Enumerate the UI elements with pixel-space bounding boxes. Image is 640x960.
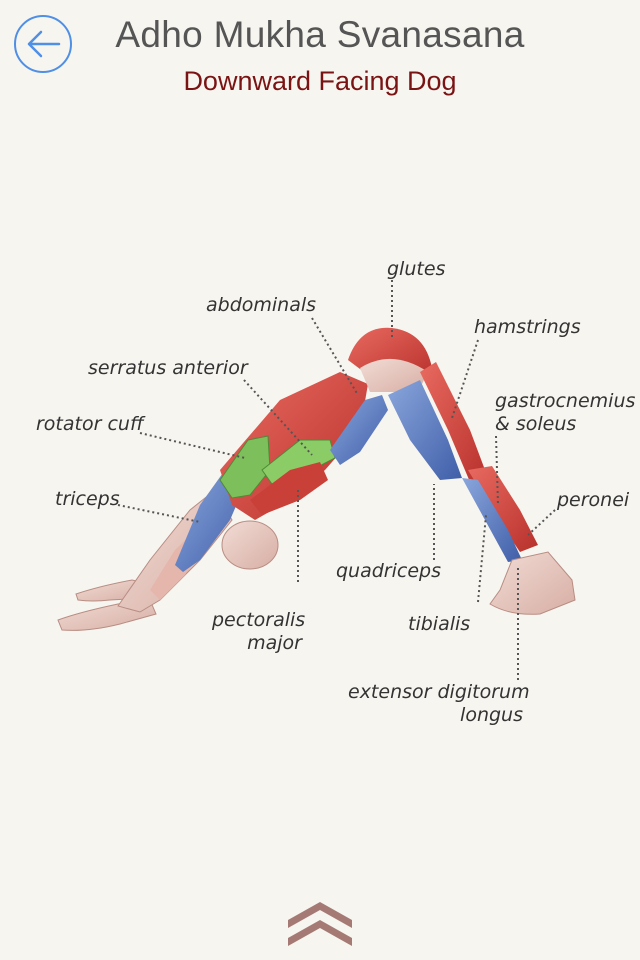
label-extensor-digitorum-longus: extensor digitorum longus	[348, 681, 530, 727]
feet	[489, 551, 576, 615]
arrow-left-icon	[27, 30, 61, 58]
label-quadriceps: quadriceps	[336, 560, 441, 582]
label-tibialis: tibialis	[408, 613, 471, 635]
scroll-up-button[interactable]	[284, 898, 356, 946]
double-chevron-up-icon	[288, 902, 352, 946]
label-triceps: triceps	[55, 488, 120, 510]
pectoralis-muscle	[250, 462, 328, 515]
hamstrings-muscle	[420, 362, 488, 482]
label-rotator-cuff: rotator cuff	[36, 413, 144, 435]
leader-lines	[117, 280, 556, 680]
label-peronei: peronei	[557, 489, 630, 511]
label-extensor-line1: extensor digitorum	[348, 681, 530, 703]
label-glutes: glutes	[387, 258, 446, 280]
gastrocnemius-muscle	[468, 466, 538, 552]
abdominals-muscle	[330, 395, 388, 465]
hip	[360, 358, 428, 392]
page-subtitle: Downward Facing Dog	[183, 66, 457, 96]
label-extensor-line2: longus	[460, 704, 523, 726]
tibialis-muscle	[462, 478, 522, 562]
label-abdominals: abdominals	[206, 294, 317, 316]
label-hamstrings: hamstrings	[474, 316, 581, 338]
label-pectoralis-line2: major	[247, 632, 302, 654]
quadriceps-muscle	[388, 380, 462, 480]
label-serratus-anterior: serratus anterior	[88, 357, 248, 379]
label-pectoralis-line1: pectoralis	[212, 609, 306, 631]
label-gastrocnemius-line1: gastrocnemius	[495, 390, 636, 412]
page-title: Adho Mukha Svanasana	[115, 14, 525, 55]
head	[221, 520, 279, 570]
label-pectoralis-major: pectoralis major	[212, 609, 306, 655]
label-gastrocnemius: gastrocnemius & soleus	[495, 390, 635, 436]
back-button[interactable]	[14, 15, 72, 73]
label-gastrocnemius-line2: & soleus	[495, 413, 577, 435]
